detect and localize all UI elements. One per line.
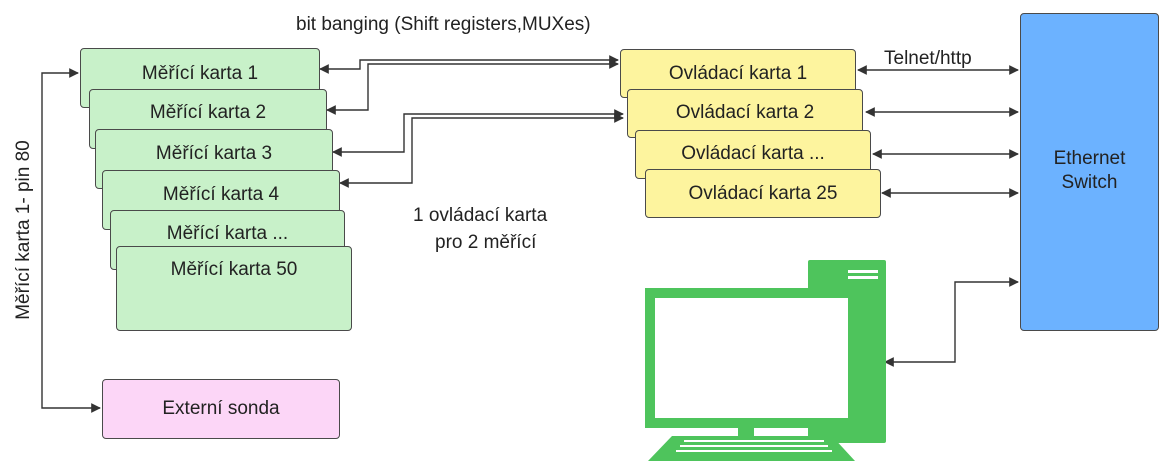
external-probe-label: Externí sonda — [162, 398, 280, 419]
measuring-card-label: Měřící karta 50 — [170, 259, 298, 280]
measuring-card-label: Měřící karta ... — [166, 223, 289, 244]
switch-label-line1: Ethernet — [1053, 148, 1126, 169]
control-card-25: Ovládací karta 25 — [645, 169, 881, 218]
ratio-note-line2: pro 2 měřící — [435, 232, 537, 253]
ethernet-switch: Ethernet Switch — [1020, 13, 1159, 331]
desktop-computer-icon — [645, 260, 886, 461]
measuring-card-label: Měřící karta 4 — [162, 184, 280, 205]
measuring-card-label: Měřící karta 3 — [155, 143, 273, 164]
link-card3-control2 — [332, 109, 624, 157]
link-card2-control1 — [326, 59, 619, 115]
measuring-card-label: Měřící karta 1 — [141, 63, 259, 84]
link-pin80-probe — [41, 68, 101, 413]
measuring-card-50: Měřící karta 50 — [116, 246, 352, 331]
ratio-note-line1: 1 ovládací karta — [413, 205, 548, 226]
bus-label: bit banging (Shift registers,MUXes) — [296, 14, 591, 35]
control-card-label: Ovládací karta 1 — [668, 63, 808, 84]
link-computer-switch — [884, 277, 1019, 367]
link-card4-control2 — [339, 113, 624, 188]
measuring-card-label: Měřící karta 2 — [149, 102, 267, 123]
network-label: Telnet/http — [884, 48, 972, 69]
control-card-label: Ovládací karta ... — [681, 143, 825, 164]
pin80-vertical-label: Měřící karta 1- pin 80 — [13, 140, 34, 320]
external-probe: Externí sonda — [102, 379, 340, 439]
control-card-label: Ovládací karta 25 — [688, 183, 838, 204]
switch-label-line2: Switch — [1061, 172, 1118, 193]
control-card-label: Ovládací karta 2 — [675, 102, 815, 123]
